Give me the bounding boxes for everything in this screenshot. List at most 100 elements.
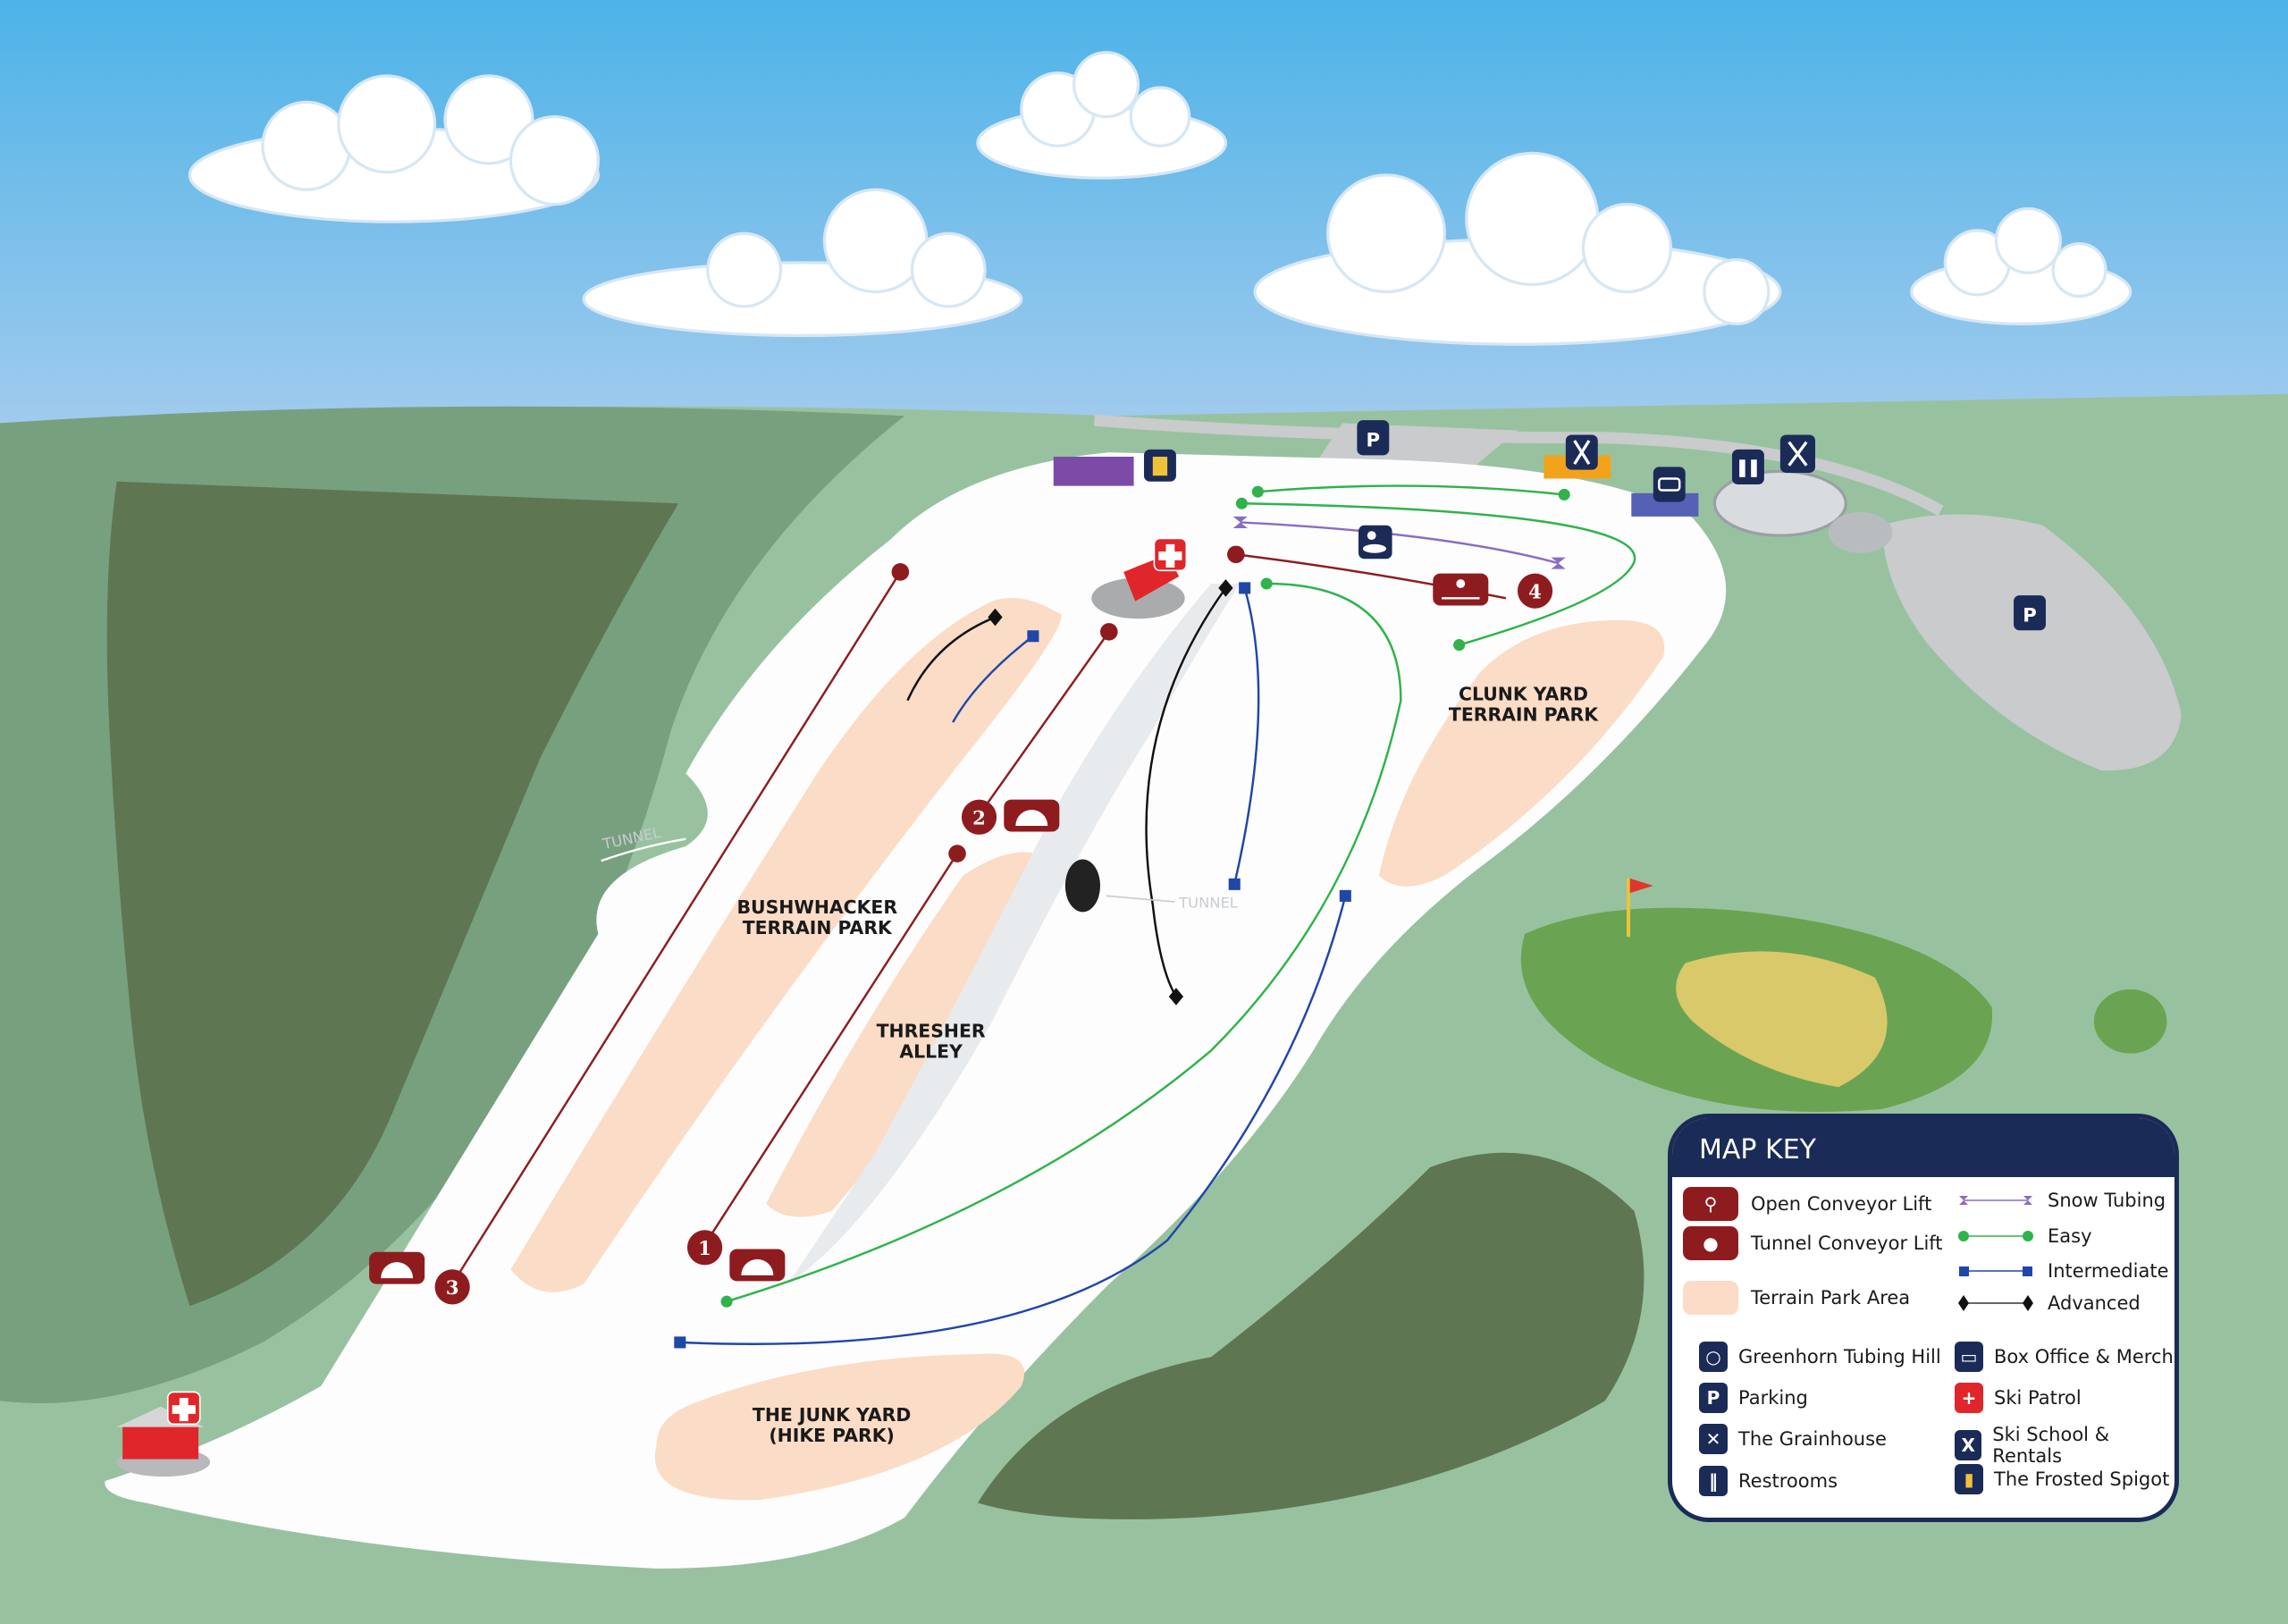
snow-tubing-line-icon <box>1959 1196 2032 1205</box>
key-label: Box Office & Merch <box>1994 1346 2174 1367</box>
parking-glyph: P <box>1367 430 1381 452</box>
tunnel-left-line <box>601 837 686 862</box>
sky <box>0 0 2288 467</box>
key-label: Advanced <box>2048 1292 2141 1314</box>
key-label: Snow Tubing <box>2048 1190 2166 1211</box>
parking-glyph: P <box>2023 604 2037 627</box>
golf-flag <box>1629 878 1653 894</box>
parking-icon: P <box>1699 1383 1728 1413</box>
beer-icon: ▮ <box>1955 1464 1983 1494</box>
box-office-building <box>1631 467 1699 517</box>
key-label: Parking <box>1738 1387 1808 1409</box>
key-frosted-spigot: ▮ The Frosted Spigot <box>1955 1464 2169 1494</box>
tubing-icon: ○ <box>1699 1342 1728 1372</box>
key-label: Greenhorn Tubing Hill <box>1738 1346 1941 1367</box>
trail-intermediate <box>952 635 1034 723</box>
clunk-label-line1: CLUNK YARD <box>1459 684 1588 705</box>
pond <box>2093 989 2167 1054</box>
tunnel-conveyor-lift-icon: ● <box>1683 1226 1738 1260</box>
lift-badge-3: 3 <box>434 1269 470 1305</box>
bushwhacker-label-line1: BUSHWHACKER <box>736 896 897 918</box>
lift-badge-4: 4 <box>1517 573 1553 609</box>
thresher-alley <box>766 852 1038 1217</box>
grainhouse-icon <box>1779 434 1816 473</box>
map-key: MAP KEY ⚲ Open Conveyor Lift ● Tunnel Co… <box>1668 1114 2179 1522</box>
tubing-hill-icon <box>1358 525 1392 560</box>
key-terrain-park-area: Terrain Park Area <box>1683 1281 1910 1315</box>
trail-easy <box>726 582 1402 1303</box>
key-open-conveyor-lift: ⚲ Open Conveyor Lift <box>1683 1187 1931 1221</box>
lift-badge-2: 2 <box>961 799 997 835</box>
first-aid-icon: + <box>1955 1383 1983 1413</box>
ski-patrol-station-bottom <box>116 1391 211 1477</box>
tunnel-entrance <box>1064 859 1101 913</box>
trail-advanced <box>906 616 996 702</box>
trail-tubing <box>1240 521 1559 565</box>
thresher-label-line1: THRESHER <box>877 1021 986 1042</box>
key-snow-tubing: Snow Tubing <box>1958 1190 2166 1211</box>
open-conveyor-lift-icon: ⚲ <box>1683 1187 1738 1221</box>
tunnel-pointer <box>1106 895 1175 903</box>
key-label: Terrain Park Area <box>1751 1287 1911 1308</box>
lodge-annex <box>1828 512 1893 553</box>
key-label: Tunnel Conveyor Lift <box>1751 1233 1943 1254</box>
lift-number: 4 <box>1528 581 1542 603</box>
lift-badge-1: 1 <box>686 1230 723 1266</box>
utensils-icon: ✕ <box>1699 1424 1728 1454</box>
parking-lot-right <box>1882 514 2182 771</box>
ski-patrol-building <box>1091 537 1188 619</box>
key-ski-patrol: + Ski Patrol <box>1955 1383 2082 1413</box>
clouds <box>188 51 2132 346</box>
frosted-spigot-building <box>1053 449 1176 486</box>
key-label: Easy <box>2048 1225 2092 1247</box>
terrain-park-swatch <box>1683 1281 1738 1315</box>
trail-easy <box>1258 484 1565 496</box>
key-label: Intermediate <box>2048 1260 2169 1282</box>
junk-yard-label-line1: THE JUNK YARD <box>753 1404 911 1426</box>
restrooms-icon <box>1731 449 1764 484</box>
key-label: The Grainhouse <box>1738 1428 1887 1450</box>
terrain-parks <box>510 597 1665 1501</box>
trail-markers <box>674 485 1570 1349</box>
key-box-office: ▭Box Office & Merch <box>1955 1342 2174 1372</box>
lift-endpoints <box>891 545 1245 862</box>
easy-line-icon <box>1958 1231 2033 1241</box>
key-label: The Frosted Spigot <box>1994 1468 2170 1490</box>
parking-icon-right: P <box>2014 595 2046 631</box>
clunk-yard-terrain-park <box>1378 619 1665 887</box>
tunnel-label-center: TUNNEL <box>1178 894 1238 911</box>
key-greenhorn-tubing-hill: ○ Greenhorn Tubing Hill <box>1699 1342 1941 1372</box>
junk-yard-hike-park <box>654 1353 1025 1501</box>
lift-number: 1 <box>698 1238 711 1260</box>
open-conveyor-lift-icon <box>1433 573 1489 606</box>
trail-intermediate <box>679 896 1347 1345</box>
sand-trap <box>1676 951 1888 1088</box>
tunnel-groove <box>787 584 1241 1284</box>
key-tunnel-conveyor-lift: ● Tunnel Conveyor Lift <box>1683 1226 1943 1260</box>
lift-lines <box>451 553 1507 1285</box>
key-intermediate: Intermediate <box>1958 1260 2169 1282</box>
lift-number: 2 <box>972 807 986 829</box>
trail-intermediate <box>1233 587 1260 885</box>
key-grainhouse: ✕ The Grainhouse <box>1699 1424 1887 1454</box>
key-easy: Easy <box>1958 1225 2092 1247</box>
key-label: Open Conveyor Lift <box>1751 1193 1932 1215</box>
key-parking: P Parking <box>1699 1383 1808 1413</box>
junk-yard-label-line2: (HIKE PARK) <box>769 1425 894 1446</box>
map-key-title: MAP KEY <box>1672 1118 2174 1177</box>
clunk-label-line2: TERRAIN PARK <box>1449 703 1599 725</box>
skis-icon: X <box>1955 1430 1982 1460</box>
bushwhacker-terrain-park <box>510 597 1062 1292</box>
trail-easy <box>1241 501 1636 646</box>
key-label: Restrooms <box>1738 1470 1838 1492</box>
trail-advanced <box>1145 587 1227 997</box>
trails <box>679 484 1636 1345</box>
key-restrooms: ‖Restrooms <box>1699 1466 1838 1496</box>
right-forest <box>977 1152 1644 1519</box>
ski-school-building <box>1544 434 1611 479</box>
intermediate-line-icon <box>1959 1266 2032 1276</box>
key-label: Ski Patrol <box>1994 1387 2082 1409</box>
left-forest <box>106 481 679 1307</box>
